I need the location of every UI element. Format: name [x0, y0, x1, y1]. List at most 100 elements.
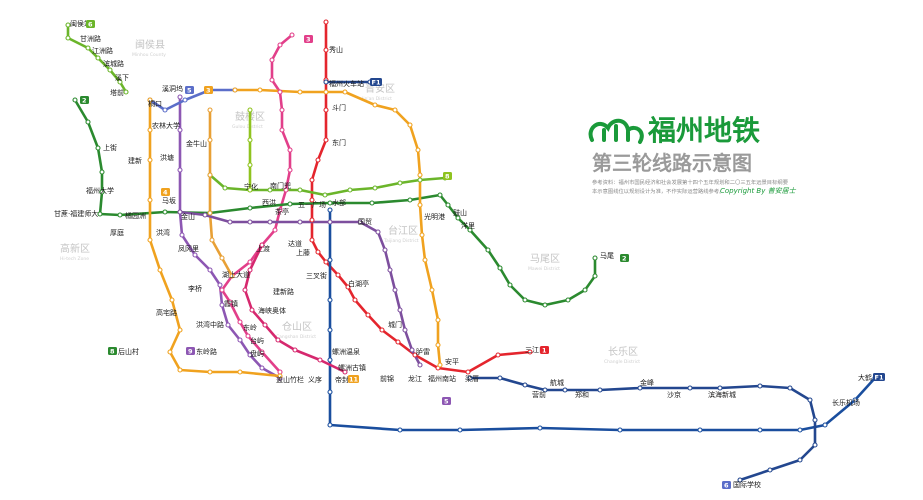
line-badge[interactable]: 3 — [304, 35, 313, 44]
station-dot[interactable] — [597, 387, 603, 393]
station-dot[interactable] — [397, 427, 403, 433]
station-label[interactable]: 洪湾中路 — [196, 320, 224, 329]
station-dot[interactable] — [123, 89, 129, 95]
station-dot[interactable] — [582, 287, 588, 293]
station-dot[interactable] — [262, 322, 268, 328]
station-dot[interactable] — [97, 211, 103, 217]
station-dot[interactable] — [407, 122, 413, 128]
station-dot[interactable] — [392, 107, 398, 113]
station-dot[interactable] — [309, 237, 315, 243]
line-badge[interactable]: 8 — [108, 347, 117, 356]
station-dot[interactable] — [147, 97, 153, 103]
station-dot[interactable] — [117, 79, 123, 85]
station-dot[interactable] — [345, 284, 351, 290]
station-label[interactable]: 福州南站 — [428, 374, 456, 383]
line-badge[interactable]: 3 — [204, 86, 213, 95]
station-dot[interactable] — [245, 333, 251, 339]
station-dot[interactable] — [372, 102, 378, 108]
station-dot[interactable] — [327, 207, 333, 213]
station-label[interactable]: 凤冈里 — [178, 245, 199, 253]
station-dot[interactable] — [247, 259, 253, 265]
station-dot[interactable] — [229, 273, 235, 279]
station-dot[interactable] — [292, 347, 298, 353]
station-dot[interactable] — [387, 267, 393, 273]
station-label[interactable]: 大鹤 — [858, 373, 872, 382]
station-label[interactable]: 金峰 — [640, 378, 654, 387]
station-dot[interactable] — [65, 22, 71, 28]
station-dot[interactable] — [227, 299, 233, 305]
line-badge[interactable]: 11 — [348, 375, 359, 384]
station-dot[interactable] — [219, 287, 225, 293]
line-badge[interactable]: 2 — [80, 96, 89, 105]
station-dot[interactable] — [342, 369, 348, 375]
station-dot[interactable] — [327, 327, 333, 333]
station-dot[interactable] — [372, 185, 378, 191]
station-dot[interactable] — [309, 197, 315, 203]
station-dot[interactable] — [237, 369, 243, 375]
station-dot[interactable] — [207, 137, 213, 143]
station-dot[interactable] — [542, 387, 548, 393]
station-label[interactable]: 义序 — [308, 375, 322, 384]
station-dot[interactable] — [259, 242, 265, 248]
station-dot[interactable] — [297, 219, 303, 225]
station-dot[interactable] — [162, 209, 168, 215]
station-label[interactable]: 鼓山 — [453, 208, 467, 217]
station-label[interactable]: 东岭路 — [196, 347, 217, 356]
line-badge[interactable]: 4 — [161, 188, 170, 197]
station-dot[interactable] — [327, 200, 333, 206]
station-label[interactable]: 长乐机场 — [832, 398, 860, 407]
station-dot[interactable] — [437, 362, 443, 368]
station-dot[interactable] — [117, 212, 123, 218]
station-label[interactable]: 三江口 — [525, 346, 546, 354]
station-dot[interactable] — [357, 219, 363, 225]
station-label[interactable]: 东门 — [332, 138, 346, 147]
station-dot[interactable] — [565, 297, 571, 303]
station-dot[interactable] — [207, 210, 213, 216]
station-dot[interactable] — [247, 267, 253, 273]
station-label[interactable]: 溪下 — [115, 73, 129, 82]
station-dot[interactable] — [797, 427, 803, 433]
station-label[interactable]: 光明港 — [424, 212, 445, 221]
station-dot[interactable] — [315, 249, 321, 255]
station-dot[interactable] — [412, 352, 418, 358]
station-label[interactable]: 塔前 — [110, 88, 124, 97]
station-label[interactable]: 甘洲路 — [80, 34, 101, 43]
station-dot[interactable] — [237, 337, 243, 343]
line-badge[interactable]: 6 — [86, 20, 95, 29]
station-dot[interactable] — [277, 373, 283, 379]
station-dot[interactable] — [562, 387, 568, 393]
station-label[interactable]: 橘园洲 — [125, 211, 146, 220]
station-label[interactable]: 盘屿 — [250, 349, 264, 358]
station-dot[interactable] — [247, 162, 253, 168]
station-label[interactable]: 李桥 — [188, 284, 202, 293]
station-dot[interactable] — [327, 297, 333, 303]
station-dot[interactable] — [437, 192, 443, 198]
station-dot[interactable] — [717, 385, 723, 391]
station-dot[interactable] — [227, 219, 233, 225]
station-dot[interactable] — [323, 137, 329, 143]
station-dot[interactable] — [177, 367, 183, 373]
station-label[interactable]: 上藤 — [296, 248, 310, 257]
station-dot[interactable] — [322, 192, 328, 198]
station-dot[interactable] — [147, 127, 153, 133]
station-label[interactable]: 建新 — [128, 156, 142, 165]
station-dot[interactable] — [95, 55, 101, 61]
station-label[interactable]: 盖山竹栏 — [276, 375, 304, 384]
station-dot[interactable] — [147, 237, 153, 243]
station-dot[interactable] — [327, 357, 333, 363]
station-dot[interactable] — [323, 47, 329, 53]
station-dot[interactable] — [169, 297, 175, 303]
station-dot[interactable] — [275, 337, 281, 343]
station-dot[interactable] — [99, 169, 105, 175]
station-dot[interactable] — [467, 227, 473, 233]
station-dot[interactable] — [352, 297, 358, 303]
station-label[interactable]: 洋里 — [461, 221, 475, 230]
station-dot[interactable] — [247, 137, 253, 143]
station-label[interactable]: 宁化 — [244, 182, 258, 191]
station-dot[interactable] — [379, 327, 385, 333]
station-dot[interactable] — [417, 362, 423, 368]
station-dot[interactable] — [85, 119, 91, 125]
station-dot[interactable] — [297, 187, 303, 193]
station-label[interactable]: 建新路 — [273, 287, 294, 296]
station-dot[interactable] — [247, 352, 253, 358]
